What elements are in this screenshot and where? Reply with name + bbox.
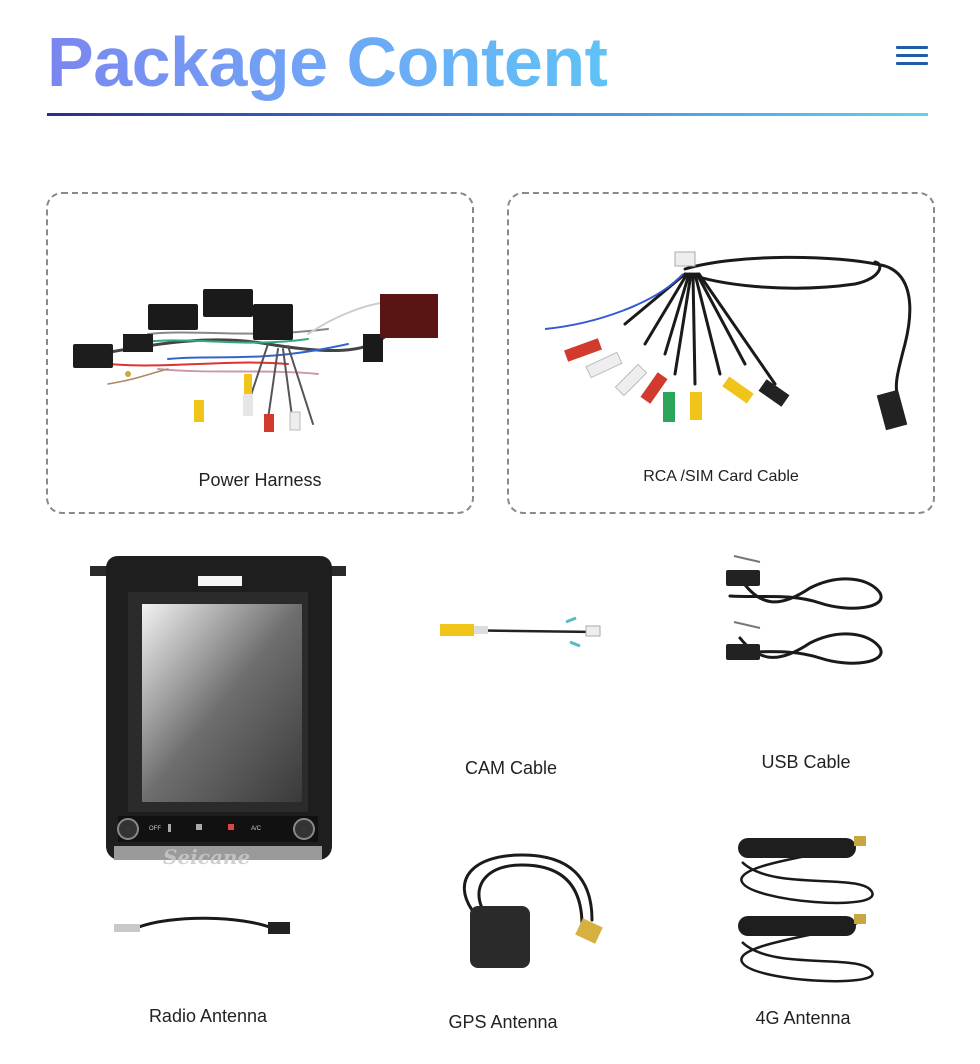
seicane-watermark: Seicane (163, 845, 251, 869)
power-harness-card: Power Harness (46, 192, 474, 514)
page-title: Package Content (47, 20, 608, 104)
rca-sim-card: RCA /SIM Card Cable (507, 192, 935, 514)
cam-cable-image (440, 616, 601, 648)
gps-antenna-image (462, 853, 603, 968)
usb-cable-label: USB Cable (761, 752, 851, 772)
rca-sim-cable-image (544, 251, 912, 431)
antenna-4g-label: 4G Antenna (755, 1008, 851, 1028)
head-unit-image (90, 556, 346, 860)
head-unit-button-ac: A/C (251, 826, 262, 832)
cam-cable-label: CAM Cable (464, 758, 558, 778)
menu-icon[interactable] (896, 46, 928, 74)
rca-sim-cable-label: RCA /SIM Card Cable (643, 468, 799, 485)
power-harness-label: Power Harness (198, 470, 322, 490)
title-underline (47, 113, 928, 116)
radio-antenna-label: Radio Antenna (148, 1006, 268, 1026)
gps-antenna-label: GPS Antenna (448, 1012, 558, 1032)
usb-cable-image (726, 555, 883, 665)
radio-antenna-image (114, 916, 290, 934)
antenna-4g-image (738, 836, 874, 983)
head-unit-button-off: OFF (149, 826, 161, 832)
power-harness-image (73, 289, 438, 432)
